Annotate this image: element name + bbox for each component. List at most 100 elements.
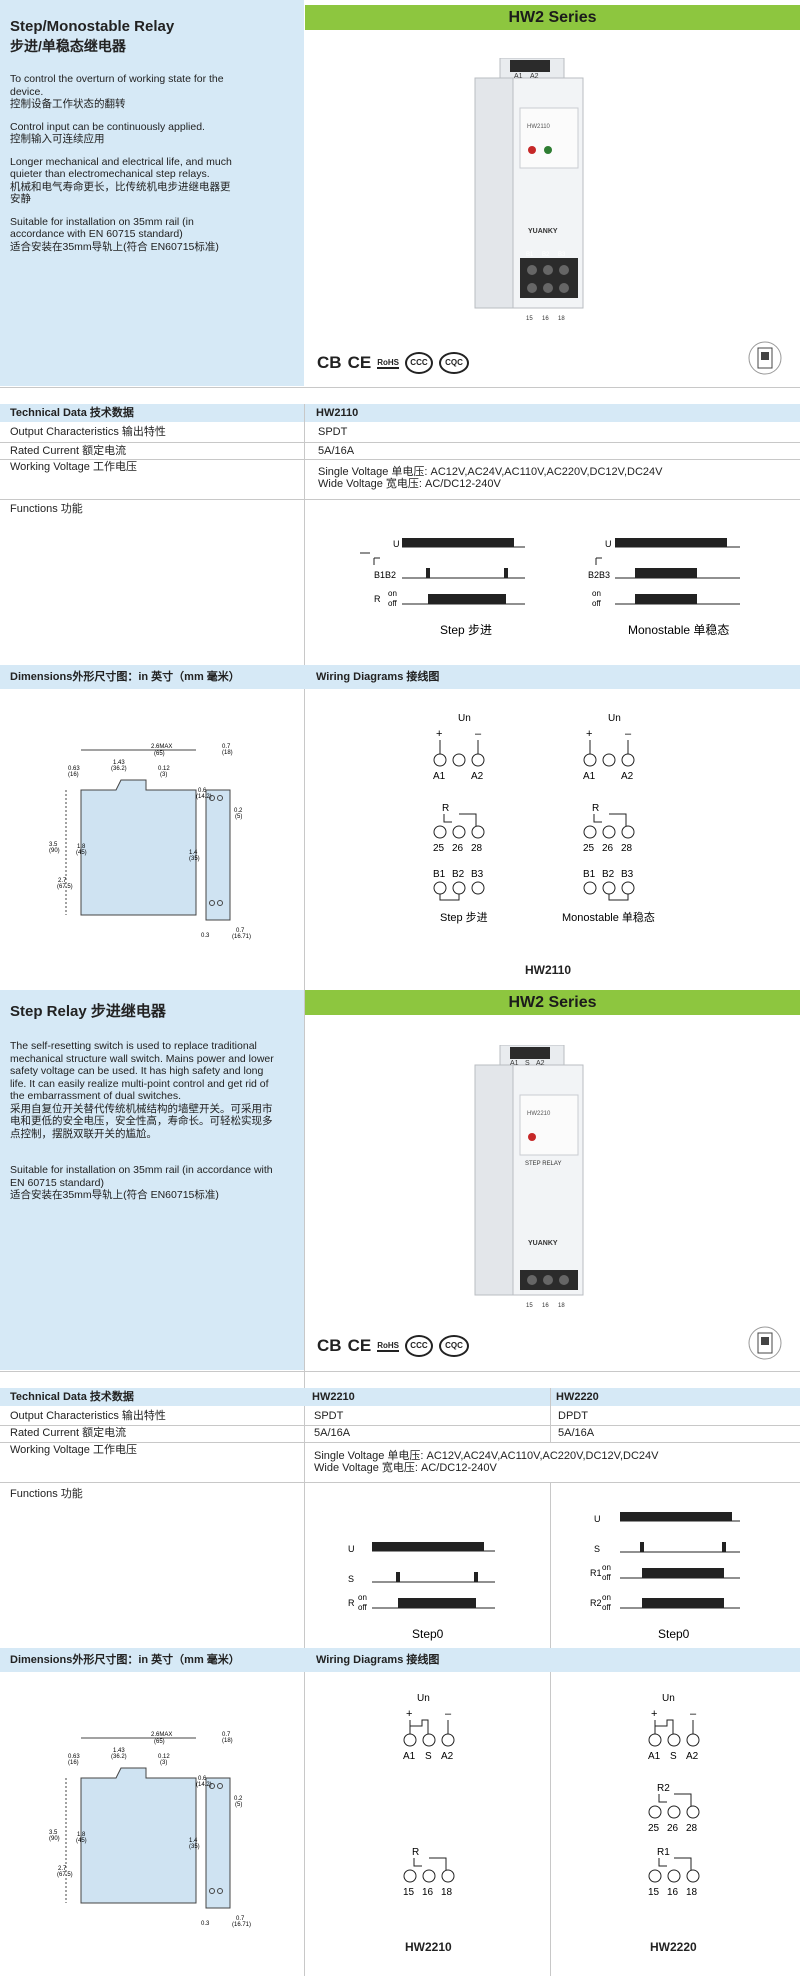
svg-text:1.43: 1.43 — [113, 760, 125, 766]
svg-text:0.6: 0.6 — [198, 1776, 207, 1782]
wiring-mono: Un + – A1 A2 R 25 26 28 B1 B2 B3 Monosta… — [562, 713, 655, 924]
svg-text:(90): (90) — [49, 1836, 60, 1842]
svg-text:(35): (35) — [189, 856, 200, 862]
sec1-device-a2: A2 — [530, 73, 539, 80]
sec2-val-voltage: Single Voltage 单电压: AC12V,AC24V,AC110V,A… — [314, 1450, 659, 1474]
svg-text:1.4: 1.4 — [189, 1838, 198, 1844]
column-divider — [304, 404, 305, 1976]
column-divider — [550, 1482, 551, 1976]
svg-text:18: 18 — [686, 1887, 698, 1898]
sec2-functions-label: Functions 功能 — [10, 1488, 83, 1500]
svg-text:2.7: 2.7 — [58, 1866, 67, 1872]
svg-text:+: + — [436, 728, 442, 740]
sec1-cert-logos: CB CE RoHS CCC CQC — [317, 352, 469, 374]
svg-text:(5): (5) — [235, 1802, 242, 1808]
svg-text:Un: Un — [608, 713, 621, 724]
ccc-logo: CCC — [404, 1335, 433, 1357]
svg-text:0.7: 0.7 — [222, 1732, 231, 1738]
svg-text:(16): (16) — [68, 772, 79, 778]
svg-text:–: – — [625, 728, 632, 740]
svg-text:Un: Un — [417, 1693, 430, 1704]
cqc-logo: CQC — [438, 352, 469, 374]
svg-text:0.7: 0.7 — [222, 744, 231, 750]
svg-text:R1: R1 — [657, 1847, 670, 1858]
svg-text:B1: B1 — [433, 869, 446, 880]
wiring-mono-caption: Monostable 单稳态 — [562, 910, 655, 924]
sec1-left-panel — [0, 0, 304, 386]
svg-text:–: – — [690, 1708, 697, 1720]
svg-text:(18): (18) — [222, 1738, 233, 1744]
svg-text:+: + — [586, 728, 592, 740]
svg-text:HW2210: HW2210 — [527, 1111, 551, 1117]
wiring-hw2220: Un + – A1 S A2 R2 25 26 28 R1 15 16 18 — [648, 1693, 700, 1898]
svg-text:0.7: 0.7 — [236, 1916, 245, 1922]
svg-text:R1: R1 — [590, 1568, 602, 1578]
svg-text:YUANKY: YUANKY — [528, 1240, 558, 1247]
svg-text:(3): (3) — [160, 772, 167, 778]
sec1-device-b2: B2 — [542, 252, 550, 258]
timing-u-label: U — [605, 539, 612, 549]
sec1-title-cn: 步进/单稳态继电器 — [10, 38, 126, 54]
sec1-device-model: HW2110 — [527, 124, 551, 130]
svg-text:0.3: 0.3 — [201, 933, 210, 939]
svg-text:U: U — [348, 1544, 355, 1554]
svg-text:(65): (65) — [154, 751, 165, 757]
svg-text:0.12: 0.12 — [158, 1754, 170, 1760]
sec1-wiring-diagram: Un + – A1 A2 R 25 26 28 B1 B2 B3 Step 步进… — [433, 713, 655, 924]
svg-text:0.63: 0.63 — [68, 1754, 80, 1760]
svg-text:15: 15 — [648, 1887, 660, 1898]
sec2-table-head: Technical Data 技术数据 HW2210 HW2220 — [0, 1388, 800, 1406]
svg-text:A1: A1 — [583, 771, 596, 782]
svg-text:(36.2): (36.2) — [111, 766, 127, 772]
column-divider — [550, 1388, 551, 1442]
svg-text:A2: A2 — [441, 1751, 454, 1762]
wiring-step-caption: Step 步进 — [440, 911, 488, 924]
sec2-row-voltage: Working Voltage 工作电压 — [10, 1444, 137, 1456]
sec1-wiring-model: HW2110 — [525, 963, 572, 977]
svg-text:16: 16 — [542, 1303, 549, 1309]
sec2-title: Step Relay 步进继电器 — [10, 1003, 166, 1020]
svg-text:0.6: 0.6 — [198, 788, 207, 794]
svg-text:B3: B3 — [621, 869, 634, 880]
svg-text:3.5: 3.5 — [49, 842, 58, 848]
sec2-val-current-1: 5A/16A — [314, 1427, 351, 1439]
svg-text:R: R — [412, 1847, 419, 1858]
sec2-row-output: Output Characteristics 输出特性 — [10, 1410, 166, 1422]
svg-text:Un: Un — [662, 1693, 675, 1704]
svg-text:2.6MAX: 2.6MAX — [151, 744, 172, 750]
sec1-row-output: Output Characteristics 输出特性 — [10, 426, 166, 438]
wiring-step: Un + – A1 A2 R 25 26 28 B1 B2 B3 Step 步进 — [433, 713, 488, 924]
divider — [0, 1482, 800, 1483]
sec1-dimension-drawing: 2.6MAX (65) 1.43 (36.2) 0.63 (16) 0.12 (… — [49, 744, 251, 940]
svg-text:(5): (5) — [235, 814, 242, 820]
svg-text:A2: A2 — [621, 771, 634, 782]
sec1-dims-head: Dimensions外形尺寸图：in 英寸（mm 毫米） Wiring Diag… — [0, 665, 800, 689]
divider — [0, 499, 800, 500]
svg-text:18: 18 — [441, 1887, 453, 1898]
svg-text:STEP RELAY: STEP RELAY — [525, 1161, 561, 1167]
svg-text:0.3: 0.3 — [201, 1921, 210, 1927]
sec2-dims-head: Dimensions外形尺寸图：in 英寸（mm 毫米） Wiring Diag… — [0, 1648, 800, 1672]
divider — [0, 387, 800, 388]
timing-r-label: R — [374, 594, 381, 604]
divider — [0, 1442, 800, 1443]
svg-text:(45): (45) — [76, 850, 87, 856]
wiring-un-label: Un — [458, 713, 471, 724]
timing-hw2220: U S R1 on off R2 on off Step0 — [590, 1512, 740, 1641]
svg-text:18: 18 — [558, 1303, 565, 1309]
svg-text:S: S — [525, 1060, 530, 1067]
svg-text:U: U — [594, 1514, 601, 1524]
svg-text:(67.5): (67.5) — [57, 1872, 73, 1878]
sec1-timing-diagrams: U B1B2 R on off Step 步进 U B2B3 on off Mo… — [360, 538, 740, 637]
svg-text:16: 16 — [667, 1887, 679, 1898]
sec1-device-brand: YUANKY — [528, 228, 558, 235]
svg-text:(36.2): (36.2) — [111, 1754, 127, 1760]
svg-text:15: 15 — [526, 1303, 533, 1309]
svg-text:S: S — [348, 1574, 354, 1584]
sec1-device-a1: A1 — [514, 73, 523, 80]
timing-on-label: on — [388, 589, 397, 598]
sec1-device-t16: 16 — [542, 316, 549, 322]
cqc-logo: CQC — [438, 1335, 469, 1357]
svg-text:(14.2): (14.2) — [196, 794, 212, 800]
step-caption: Step 步进 — [440, 623, 492, 637]
